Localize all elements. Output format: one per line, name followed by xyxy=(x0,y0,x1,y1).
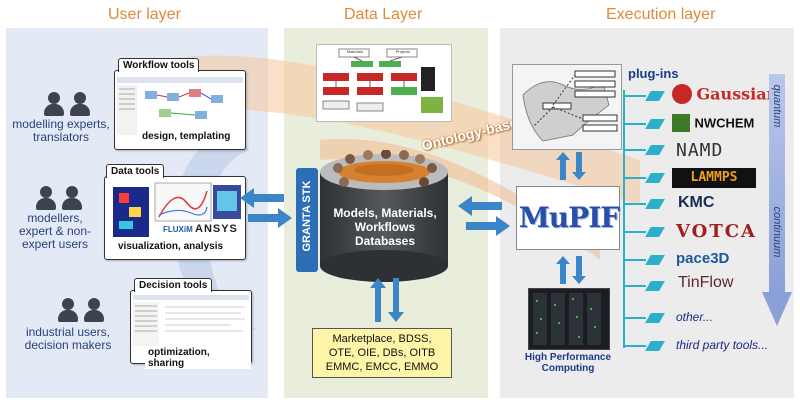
gaussian-logo-icon xyxy=(672,84,692,104)
workflow-tools-tab: Workflow tools xyxy=(118,58,200,72)
mupif-hpc-arrow xyxy=(556,256,586,284)
plugin-gaussian: Gaussian xyxy=(672,84,778,108)
map-mupif-arrow xyxy=(556,152,586,180)
decision-tools-panel[interactable]: optimization, sharing xyxy=(130,290,252,369)
person-icon xyxy=(58,298,78,322)
user-data-double-arrow xyxy=(240,188,292,228)
hpc-image xyxy=(528,288,610,350)
granta-stk-label: GRANTA STK xyxy=(296,168,318,272)
plugin-nwchem: NWCHEM xyxy=(672,114,754,136)
schema-tile-projects: Projects xyxy=(395,49,411,54)
data-services-double-arrow xyxy=(370,278,404,322)
role-label: modellers, expert & non- expert users xyxy=(18,211,92,251)
plugin-other: other... xyxy=(676,310,713,324)
person-icon xyxy=(36,186,56,210)
workflow-screenshot xyxy=(117,77,243,135)
decision-tools-tab: Decision tools xyxy=(134,278,213,292)
plugin-lammps: LAMMPS xyxy=(672,168,756,188)
plugin-kmc: KMC xyxy=(678,194,715,211)
decision-screenshot xyxy=(133,295,249,346)
execution-layer-title: Execution layer xyxy=(606,6,716,23)
services-box: Marketplace, BDSS, OTE, OIE, DBs, OITB E… xyxy=(312,328,452,378)
schema-diagram: Materials Projects xyxy=(316,44,452,122)
fluxim-logo: FLUXiM xyxy=(163,225,193,234)
workflow-caption: design, templating xyxy=(139,131,234,142)
scale-axis-arrow xyxy=(762,74,792,326)
role-label: industrial users, decision makers xyxy=(24,325,112,352)
person-icon xyxy=(84,298,104,322)
distributed-map xyxy=(512,64,622,150)
schema-tile-materials: Materials xyxy=(346,49,364,54)
data-execution-double-arrow xyxy=(458,196,510,236)
nwchem-logo-icon xyxy=(672,114,690,132)
data-tools-panel[interactable]: FLUXiM ANSYS visualization, analysis xyxy=(104,176,246,260)
plugin-tinflow: TinFlow xyxy=(678,274,734,291)
workflow-tools-panel[interactable]: design, templating xyxy=(114,70,246,150)
decision-caption: optimization, sharing xyxy=(145,347,251,369)
role-label: modelling experts, translators xyxy=(12,117,110,144)
plugin-third-party: third party tools... xyxy=(676,338,769,352)
person-icon xyxy=(70,92,90,116)
data-tools-caption: visualization, analysis xyxy=(115,241,227,252)
plugin-votca: VOTCA xyxy=(676,221,758,242)
axis-label-quantum: quantum xyxy=(771,84,783,128)
data-visualization-screenshot xyxy=(113,182,241,237)
plugin-tree xyxy=(623,90,646,348)
plugins-title: plug-ins xyxy=(628,66,679,81)
person-icon xyxy=(62,186,82,210)
hpc-label: High Performance Computing xyxy=(524,352,612,374)
person-icon xyxy=(44,92,64,116)
axis-label-continuum: continuum xyxy=(771,206,783,258)
mupif-logo: MuPIF xyxy=(516,186,620,250)
plugin-pace3d: pace3D xyxy=(676,250,730,267)
user-layer-title: User layer xyxy=(108,6,181,23)
data-tools-tab: Data tools xyxy=(106,164,165,178)
database-cylinder xyxy=(320,150,448,282)
ansys-logo: ANSYS xyxy=(195,223,238,235)
plugin-namd: NAMD xyxy=(676,140,724,161)
cylinder-text: Models, Materials, Workflows Databases xyxy=(333,206,437,248)
data-layer-title: Data Layer xyxy=(344,6,423,23)
